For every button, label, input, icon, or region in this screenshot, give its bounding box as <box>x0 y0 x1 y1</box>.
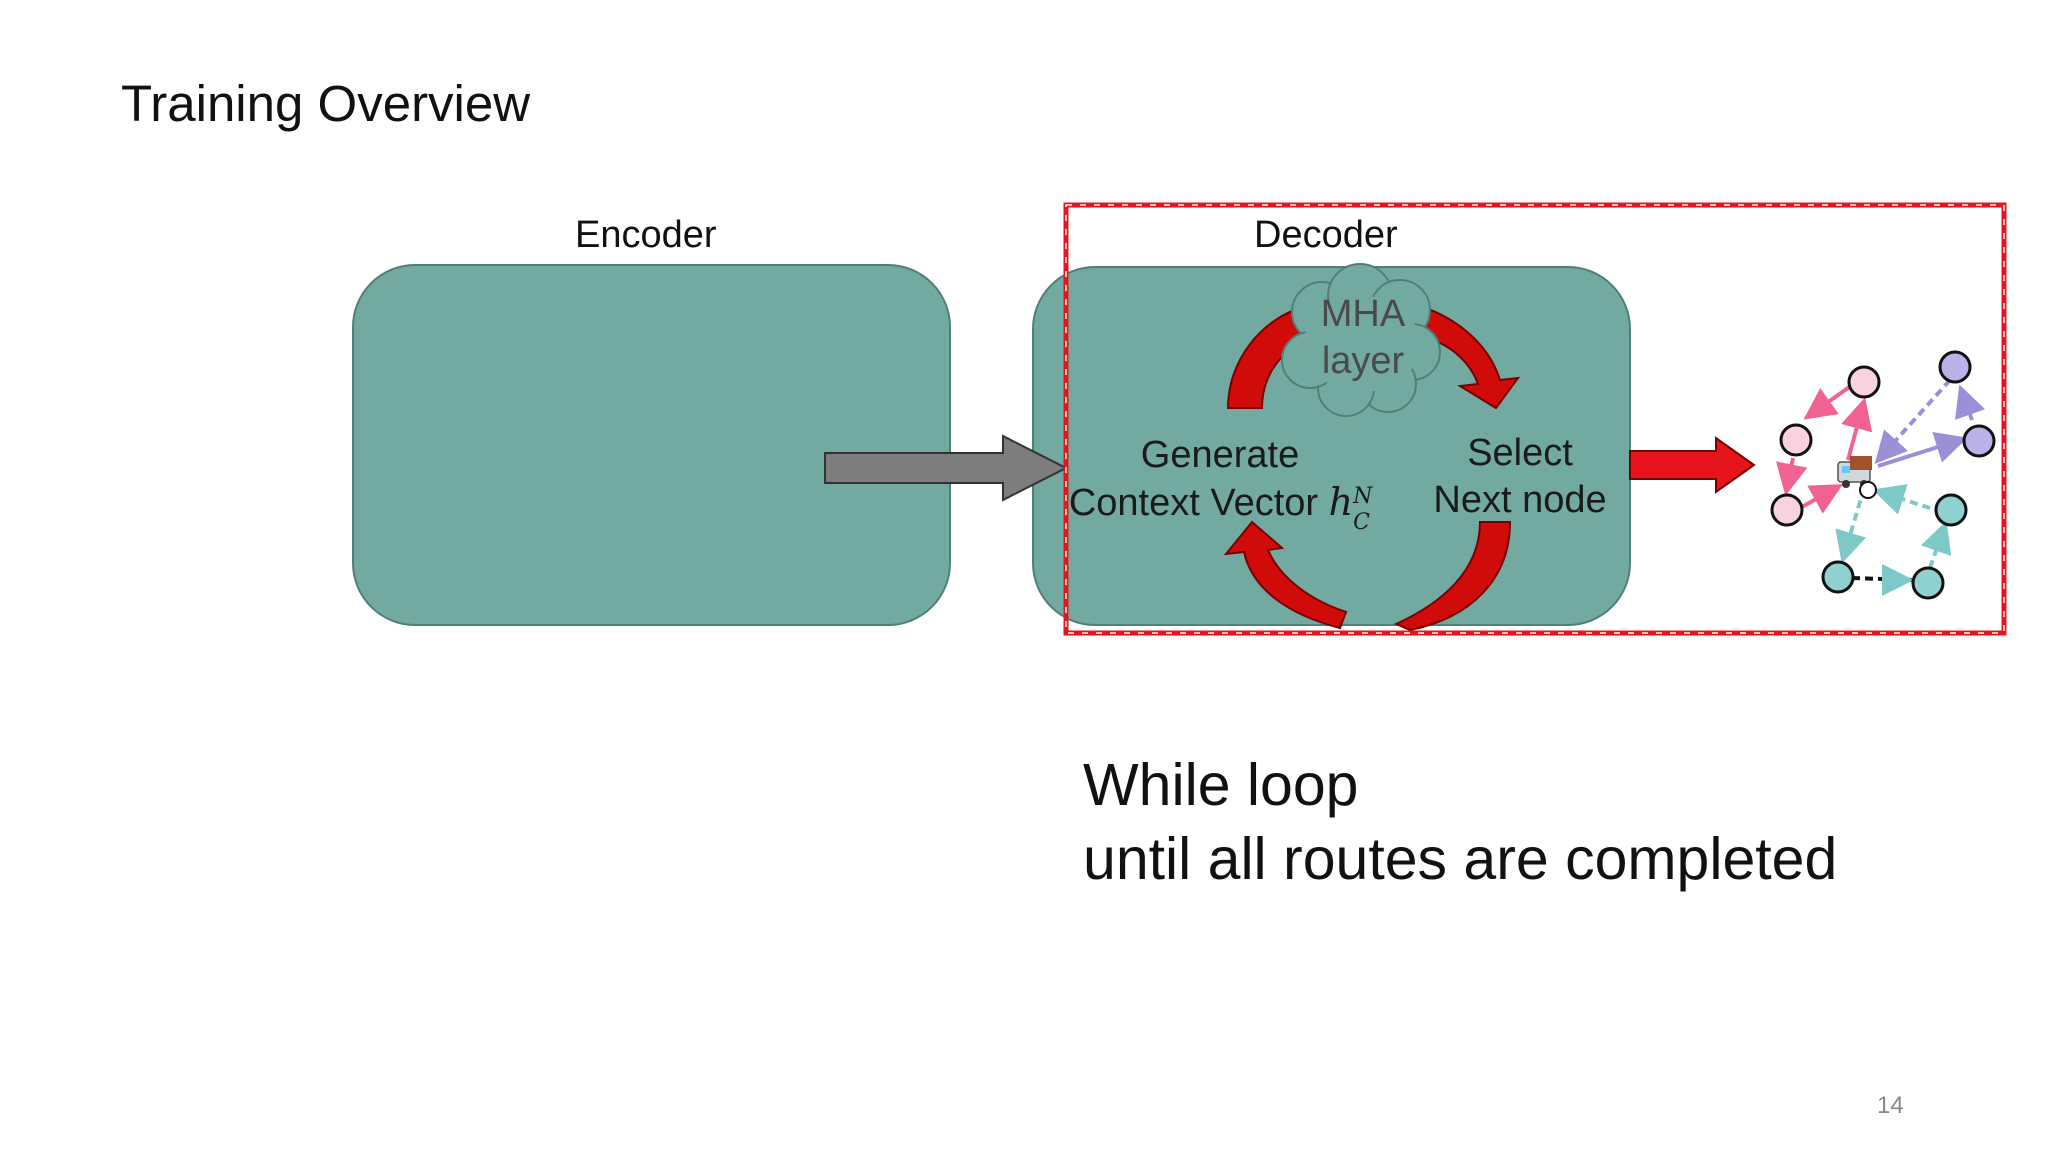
context-subscript: C <box>1353 510 1370 535</box>
node-purple-1 <box>1938 350 1972 384</box>
generate-line-2-text: Context Vector <box>1068 482 1319 524</box>
node-pink-3 <box>1770 493 1804 527</box>
node-purple-2 <box>1962 424 1996 458</box>
encoder-block <box>352 264 951 626</box>
mha-layer-label: MHA layer <box>1298 291 1428 385</box>
generate-line-2: Context Vector h N C <box>1060 479 1380 535</box>
node-pink-2 <box>1779 423 1813 457</box>
select-line-2: Next node <box>1433 479 1607 521</box>
decoder-label: Decoder <box>1254 214 1398 256</box>
node-teal-1 <box>1934 493 1968 527</box>
select-next-node-label: Select Next node <box>1415 430 1625 524</box>
decoder-highlight-dash <box>1065 204 2005 634</box>
node-teal-2 <box>1821 560 1855 594</box>
mha-cloud <box>1281 263 1441 417</box>
truck-icon <box>1837 456 1877 499</box>
slide-title: Training Overview <box>121 75 531 132</box>
context-superscript: N <box>1353 484 1373 509</box>
node-pink-1 <box>1847 365 1881 399</box>
select-line-1: Select <box>1467 432 1573 474</box>
generate-line-1: Generate <box>1140 434 1300 476</box>
encoder-label: Encoder <box>575 214 717 256</box>
graph-nodes <box>1770 350 1996 600</box>
loop-note: While loop until all routes are complete… <box>1083 748 1837 896</box>
context-symbol: h <box>1328 480 1354 524</box>
encoder-to-decoder-arrow <box>824 434 1069 502</box>
page-number: 14 <box>1877 1092 1904 1119</box>
loop-arrow-top-right <box>1418 304 1521 410</box>
loop-arrow-bottom-right <box>1393 521 1512 632</box>
mha-line-2: layer <box>1321 340 1405 382</box>
loop-note-line-2: until all routes are completed <box>1083 826 1838 892</box>
node-teal-3 <box>1911 566 1945 600</box>
route-graph <box>1776 376 1986 596</box>
mha-line-1: MHA <box>1320 293 1406 335</box>
decoder-to-graph-arrow <box>1629 436 1756 494</box>
loop-arrow-bottom-left <box>1223 520 1348 630</box>
context-vector-symbol: h N C <box>1328 480 1373 535</box>
loop-note-line-1: While loop <box>1083 752 1359 818</box>
generate-context-label: Generate Context Vector h N C <box>1060 432 1380 535</box>
